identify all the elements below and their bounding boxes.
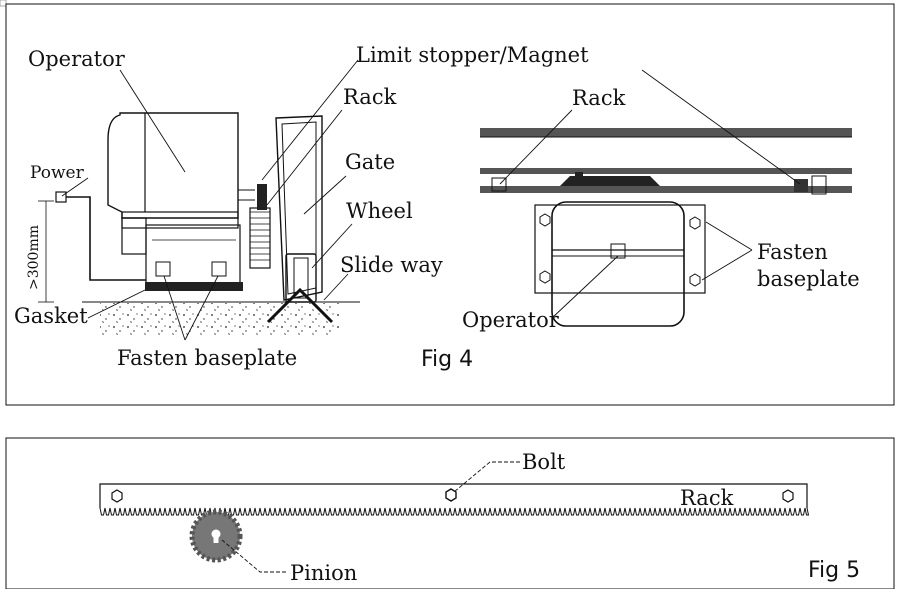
corner-glyph — [0, 0, 7, 7]
operator-top-label: Operator — [462, 308, 560, 332]
pinion-side — [249, 184, 271, 269]
fig5-caption: Fig 5 — [808, 558, 860, 583]
operator-side-view — [107, 112, 255, 291]
fig5-panel: Bolt Rack Pinion Fig 5 — [5, 437, 895, 589]
wheel-label: Wheel — [346, 199, 413, 223]
fasten-baseplate-label: Fasten baseplate — [117, 346, 297, 370]
leader-lines-right — [499, 69, 801, 319]
rack-top-label: Rack — [572, 86, 626, 110]
slide-way-label: Slide way — [340, 253, 443, 277]
pinion-gear — [189, 509, 243, 563]
bolt-label: Bolt — [522, 450, 566, 474]
baseplate-label: baseplate — [757, 267, 860, 291]
operator-label: Operator — [28, 47, 126, 71]
power-label: Power — [30, 163, 85, 183]
rack-side-label: Rack — [343, 85, 397, 109]
height-label: >300mm — [26, 225, 42, 290]
limit-stopper-label: Limit stopper/Magnet — [356, 43, 589, 67]
fig4-panel: Operator Limit stopper/Magnet Rack Gate … — [5, 3, 895, 406]
rack-label: Rack — [680, 486, 734, 510]
fig4-caption: Fig 4 — [421, 347, 473, 372]
pinion-label: Pinion — [290, 561, 357, 585]
gasket-label: Gasket — [14, 304, 88, 328]
gate-label: Gate — [345, 150, 395, 174]
power-cable — [38, 191, 146, 303]
fasten-label: Fasten — [757, 240, 828, 264]
leader-lines-fig5 — [221, 461, 520, 573]
leader-lines-left — [61, 59, 359, 341]
operator-top-view — [534, 201, 706, 327]
top-view — [480, 128, 852, 195]
ground — [82, 301, 360, 335]
